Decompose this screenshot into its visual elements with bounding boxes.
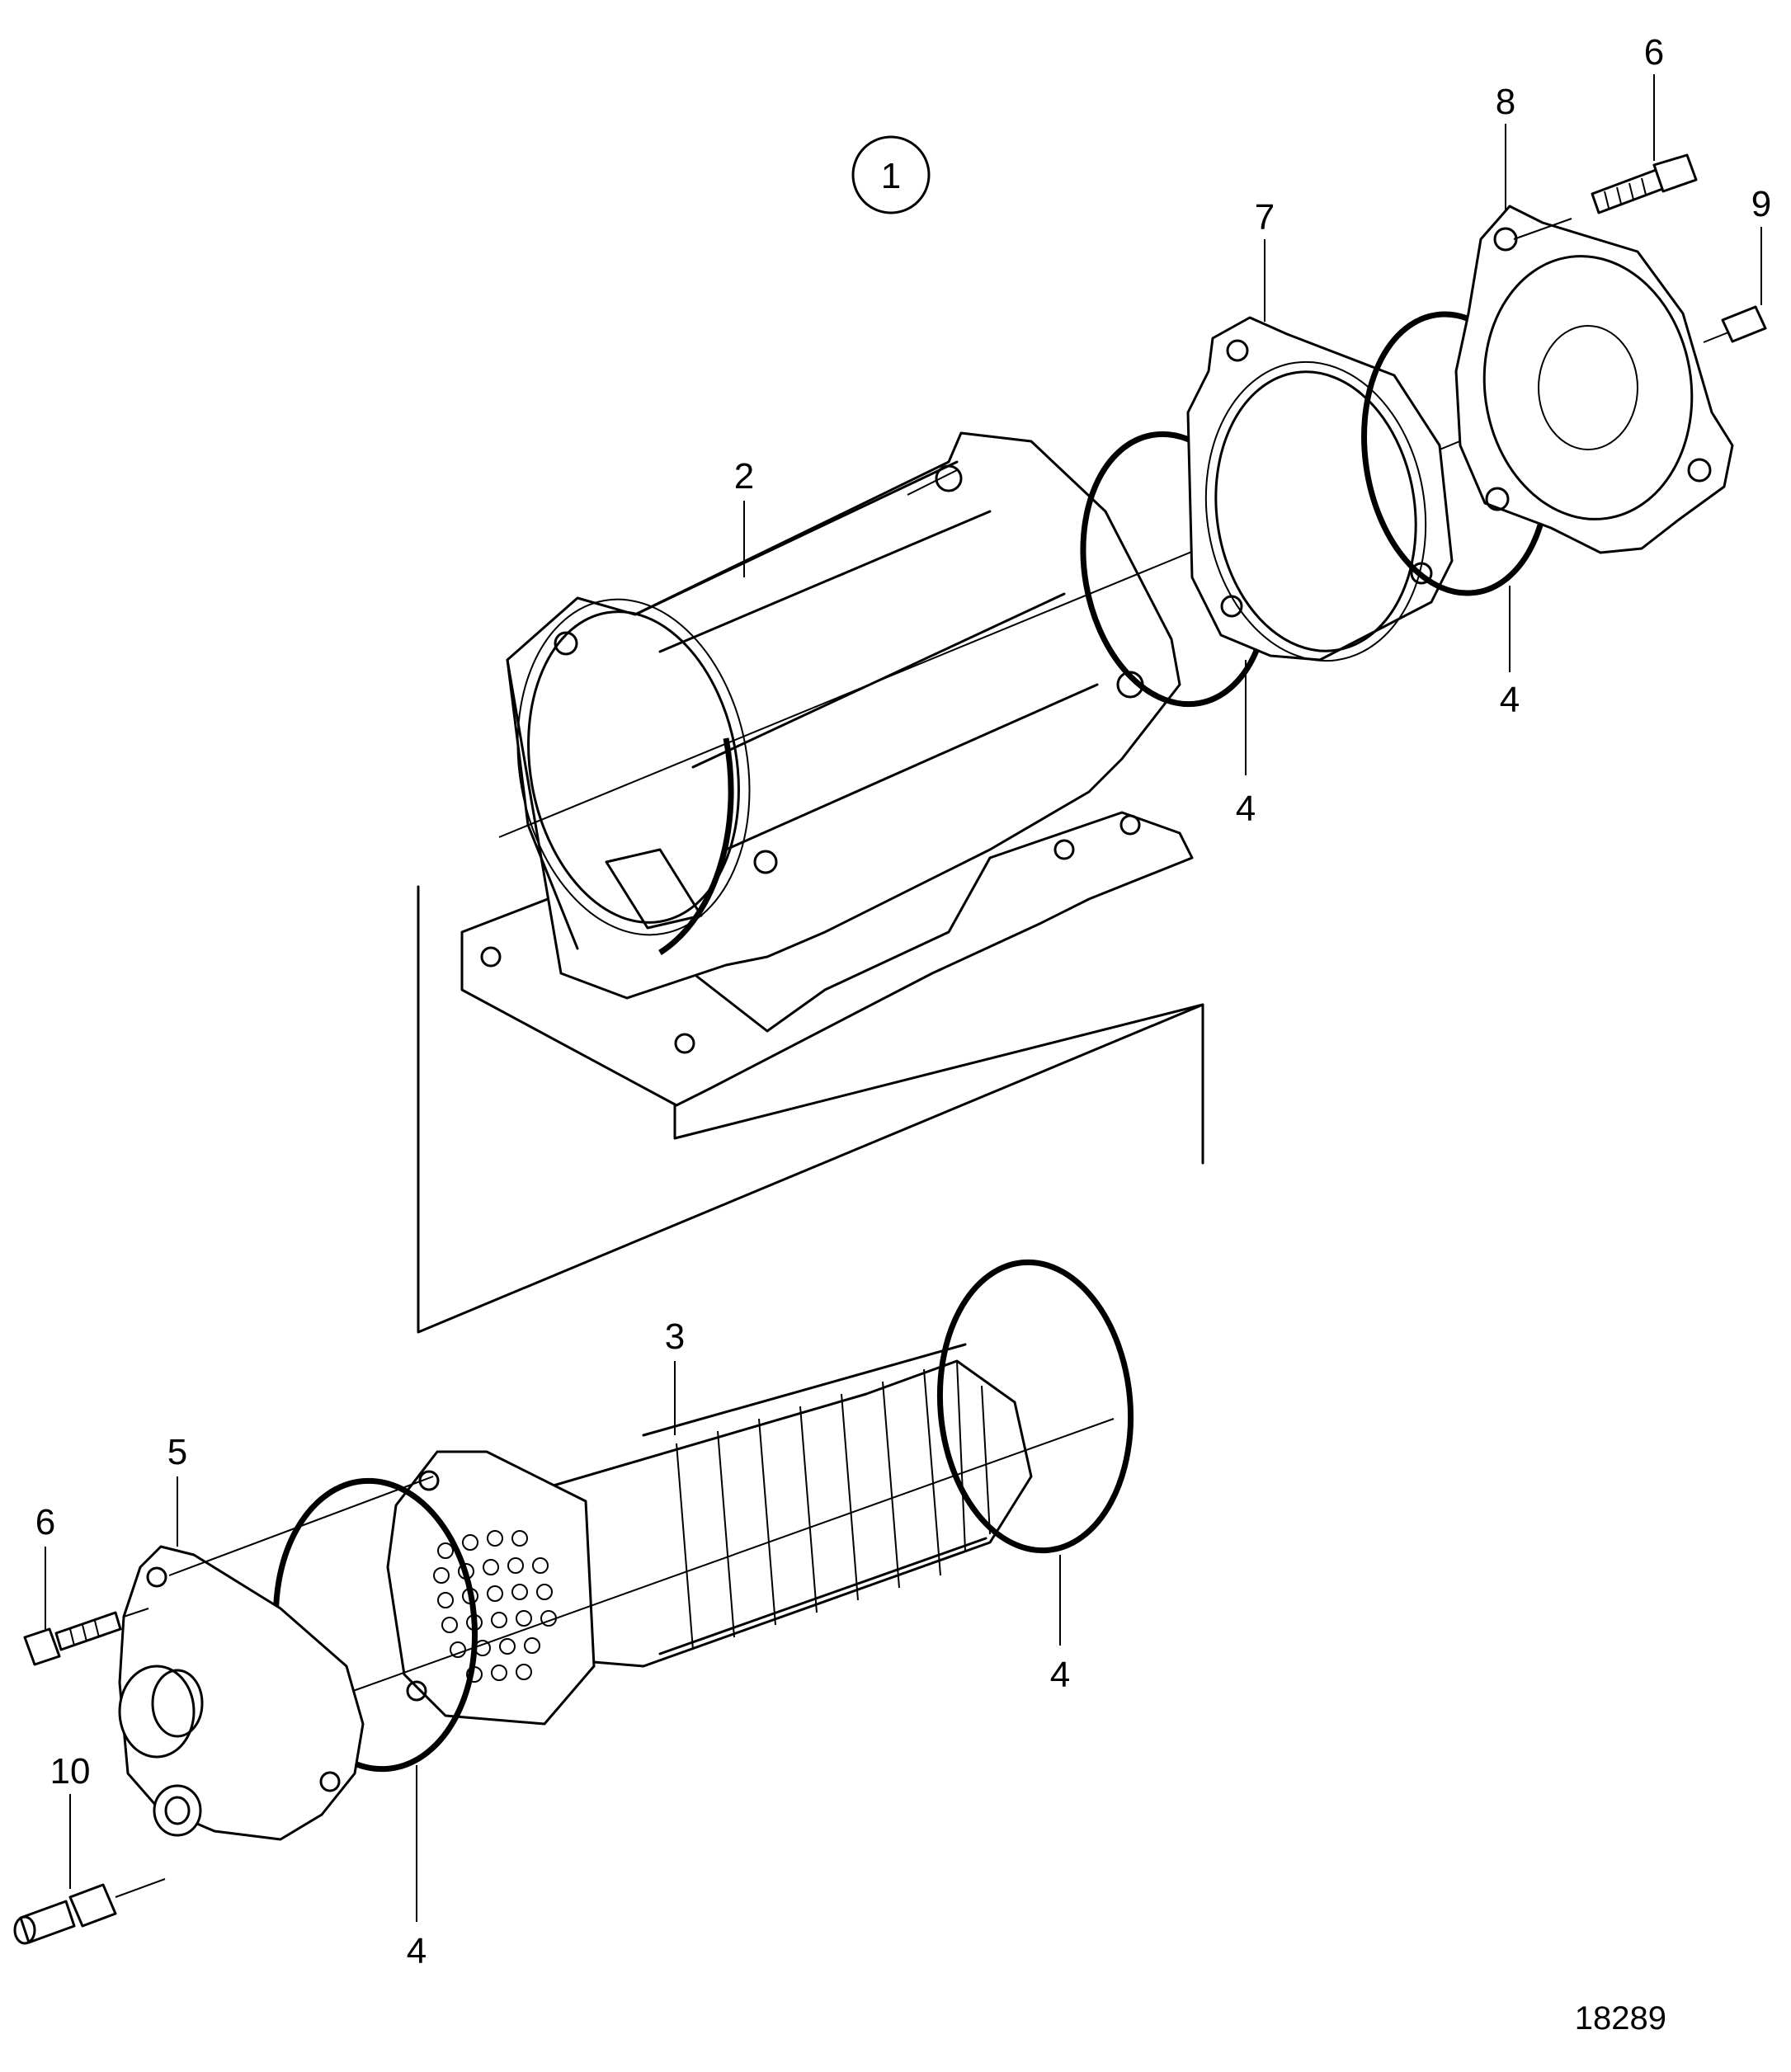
screw-part-6 <box>1591 153 1698 214</box>
screw-part-6 <box>23 1608 149 1666</box>
gasket-part-7 <box>1186 316 1454 662</box>
callout-8: 8 <box>1496 82 1515 122</box>
nipple-part-10 <box>13 1878 166 1945</box>
callout-4: 4 <box>1050 1655 1070 1695</box>
callout-7: 7 <box>1255 197 1275 238</box>
drawing-number: 18289 <box>1575 2000 1666 2037</box>
callout-4: 4 <box>407 1931 427 1971</box>
callout-6: 6 <box>1644 32 1664 73</box>
inlet-cover-part-5 <box>118 1476 434 1841</box>
leader-lines <box>45 74 1762 1922</box>
plug-part-9 <box>1703 305 1767 343</box>
callout-5: 5 <box>167 1432 187 1472</box>
view-number: 1 <box>881 156 901 196</box>
callout-4: 4 <box>1500 680 1520 720</box>
callout-10: 10 <box>50 1751 91 1792</box>
callout-9: 9 <box>1751 184 1771 224</box>
view-number-badge: 1 <box>851 135 931 214</box>
callout-2: 2 <box>734 456 754 497</box>
tube-plate <box>386 1450 596 1726</box>
housing-part-2 <box>460 431 1194 1107</box>
o-ring-4 <box>936 1259 1134 1554</box>
cooler-insert-part-3 <box>510 1343 1033 1668</box>
callout-3: 3 <box>665 1316 685 1357</box>
callout-4: 4 <box>1236 789 1256 829</box>
end-cover-part-8 <box>1454 205 1734 554</box>
callout-6: 6 <box>35 1502 55 1542</box>
